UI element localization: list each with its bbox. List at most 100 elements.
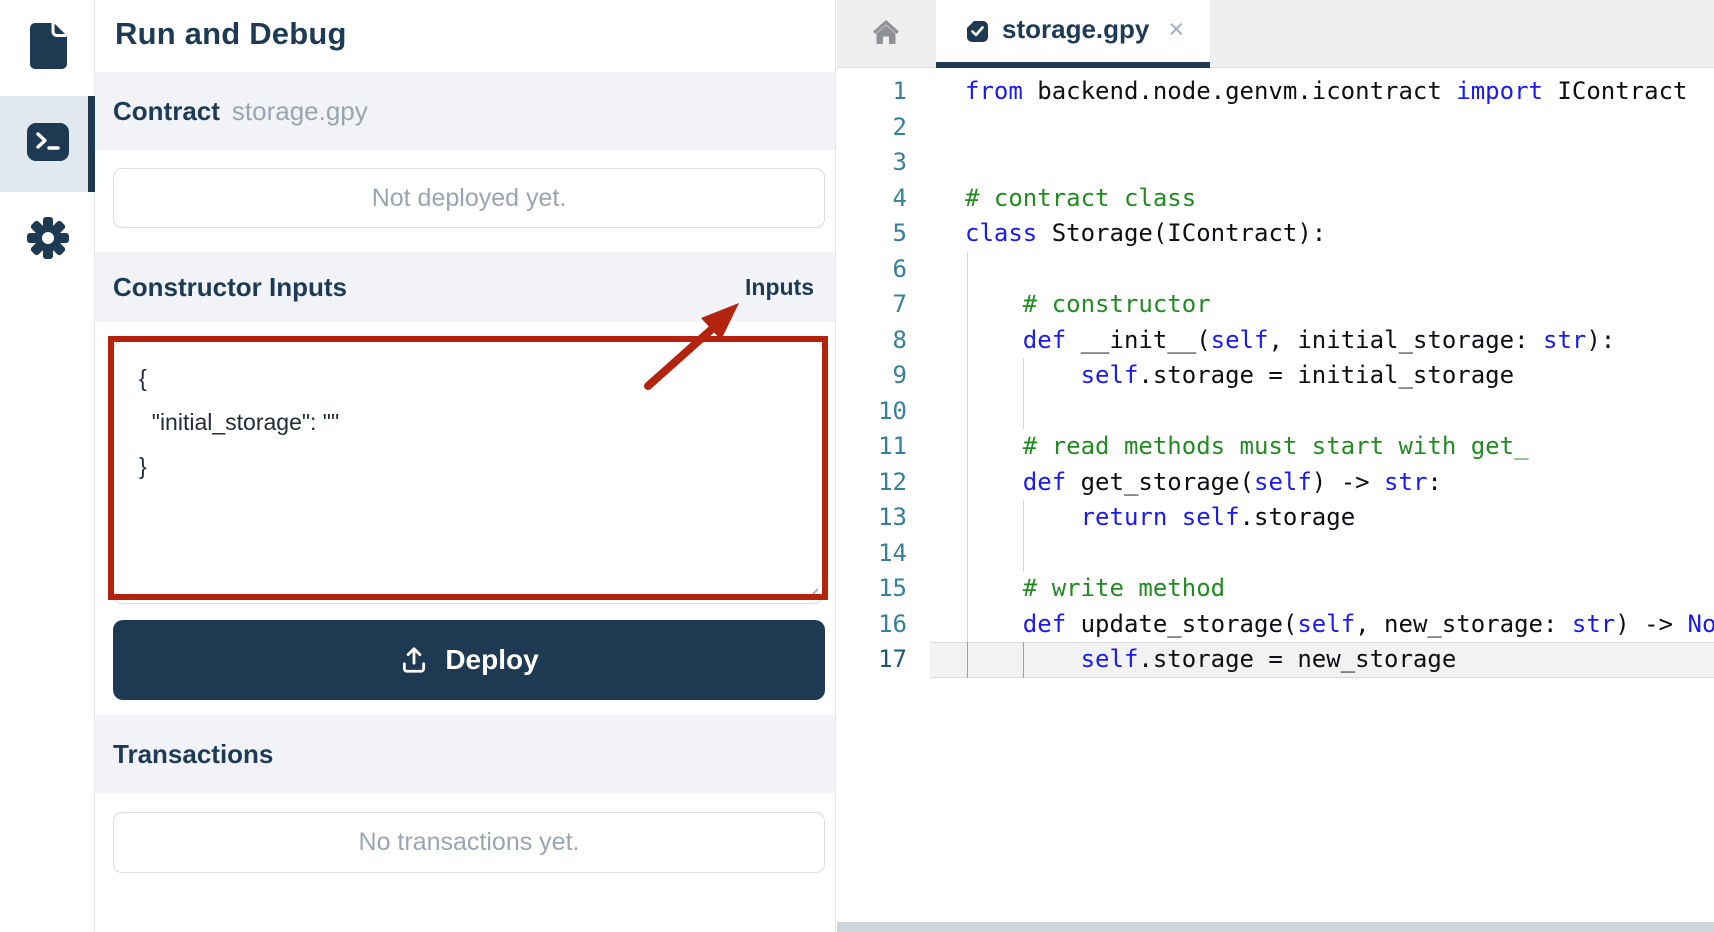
indent-guide bbox=[1023, 358, 1024, 394]
code-lines: 1 from backend.node.genvm.icontract impor… bbox=[837, 69, 1714, 678]
transactions-section-header: Transactions bbox=[95, 715, 835, 793]
transactions-label: Transactions bbox=[113, 738, 274, 769]
line-number: 17 bbox=[878, 645, 907, 673]
constructor-inputs-textarea[interactable]: { "initial_storage": "" } bbox=[114, 342, 822, 603]
line-number: 10 bbox=[878, 396, 907, 425]
editor-tab-bar: storage.gpy × bbox=[837, 0, 1714, 68]
line-number: 11 bbox=[878, 432, 907, 460]
constructor-inputs-editor: { "initial_storage": "" } bbox=[113, 341, 823, 604]
code-line-14[interactable]: 14 bbox=[837, 535, 1714, 571]
line-number: 5 bbox=[892, 219, 907, 247]
line-number: 6 bbox=[892, 254, 907, 283]
tab-label: storage.gpy bbox=[1002, 13, 1150, 44]
line-number: 7 bbox=[892, 290, 907, 318]
code-line-8[interactable]: 8 def __init__(self, initial_storage: st… bbox=[837, 322, 1714, 358]
code-line-15[interactable]: 15 # write method bbox=[837, 571, 1714, 607]
tab-storage-gpy[interactable]: storage.gpy × bbox=[936, 0, 1210, 68]
code-text: # contract class bbox=[965, 183, 1197, 212]
line-number: 2 bbox=[892, 112, 907, 141]
code-area[interactable]: 1 from backend.node.genvm.icontract impor… bbox=[837, 69, 1714, 922]
code-line-13[interactable]: 13 return self.storage bbox=[837, 500, 1714, 536]
indent-guide bbox=[1023, 500, 1024, 536]
contract-filename: storage.gpy bbox=[231, 95, 368, 126]
line-number: 15 bbox=[878, 574, 907, 602]
line-number: 9 bbox=[892, 361, 907, 389]
file-icon bbox=[26, 21, 70, 76]
indent-guide bbox=[967, 393, 968, 429]
sidebar-item-run-debug[interactable] bbox=[0, 96, 95, 192]
inputs-toggle-label[interactable]: Inputs bbox=[745, 273, 814, 300]
contract-section-header: Contract storage.gpy bbox=[95, 72, 835, 150]
line-number: 4 bbox=[892, 183, 907, 212]
code-line-6[interactable]: 6 bbox=[837, 251, 1714, 287]
page-title: Run and Debug bbox=[115, 16, 347, 51]
indent-guide bbox=[967, 464, 968, 500]
icon-rail bbox=[0, 0, 95, 932]
code-line-10[interactable]: 10 bbox=[837, 393, 1714, 429]
indent-guide bbox=[967, 429, 968, 465]
constructor-inputs-label: Constructor Inputs bbox=[113, 271, 347, 302]
code-line-11[interactable]: 11 # read methods must start with get_ bbox=[837, 429, 1714, 465]
constructor-section-header: Constructor Inputs Inputs bbox=[95, 252, 835, 322]
run-debug-panel: Run and Debug Contract storage.gpy Not d… bbox=[95, 0, 836, 932]
code-text: self.storage = new_storage bbox=[1080, 645, 1457, 673]
code-line-9[interactable]: 9 self.storage = initial_storage bbox=[837, 358, 1714, 394]
sidebar-item-files[interactable] bbox=[0, 0, 95, 96]
code-text: return self.storage bbox=[1080, 503, 1356, 531]
code-line-7[interactable]: 7 # constructor bbox=[837, 287, 1714, 323]
indent-guide bbox=[967, 358, 968, 394]
upload-icon bbox=[399, 645, 429, 675]
indent-guide bbox=[967, 535, 968, 571]
code-line-16[interactable]: 16 def update_storage(self, new_storage:… bbox=[837, 606, 1714, 642]
tab-close-icon[interactable]: × bbox=[1168, 13, 1185, 44]
gear-icon bbox=[26, 216, 70, 265]
code-text: class Storage(IContract): bbox=[965, 219, 1327, 247]
transactions-empty-text: No transactions yet. bbox=[358, 828, 580, 856]
contract-label: Contract bbox=[113, 95, 220, 126]
indent-guide bbox=[967, 500, 968, 536]
line-number: 8 bbox=[892, 325, 907, 354]
indent-guide bbox=[967, 642, 968, 678]
indent-guide bbox=[967, 322, 968, 358]
home-tab-button[interactable] bbox=[862, 0, 910, 68]
file-check-icon bbox=[966, 20, 989, 43]
code-text: # constructor bbox=[1022, 290, 1211, 318]
deployment-status-text: Not deployed yet. bbox=[371, 183, 567, 212]
indent-guide bbox=[1023, 535, 1024, 571]
code-text: def update_storage(self, new_storage: st… bbox=[1022, 609, 1714, 638]
code-text: def get_storage(self) -> str: bbox=[1022, 467, 1442, 496]
code-line-17[interactable]: 17 self.storage = new_storage bbox=[837, 642, 1714, 678]
deploy-button-label: Deploy bbox=[445, 644, 539, 675]
code-text: def __init__(self, initial_storage: str)… bbox=[1022, 325, 1616, 354]
code-text: self.storage = initial_storage bbox=[1080, 361, 1515, 389]
indent-guide bbox=[967, 571, 968, 607]
line-number: 16 bbox=[878, 609, 907, 638]
code-text: # read methods must start with get_ bbox=[1022, 432, 1529, 460]
line-number: 14 bbox=[878, 538, 907, 567]
line-number: 13 bbox=[878, 503, 907, 531]
indent-guide bbox=[967, 251, 968, 287]
editor-horizontal-scrollbar[interactable] bbox=[837, 922, 1714, 932]
home-icon bbox=[872, 19, 900, 50]
line-number: 12 bbox=[878, 467, 907, 496]
indent-guide bbox=[1023, 642, 1024, 678]
line-number: 3 bbox=[892, 148, 907, 176]
code-text: # write method bbox=[1022, 574, 1226, 602]
deploy-button[interactable]: Deploy bbox=[113, 620, 825, 700]
indent-guide bbox=[967, 287, 968, 323]
code-editor: storage.gpy × 1 from backend.node.genvm.i… bbox=[837, 0, 1714, 932]
code-text: from backend.node.genvm.icontract import… bbox=[965, 77, 1688, 105]
indent-guide bbox=[967, 606, 968, 642]
code-line-4[interactable]: 4 # contract class bbox=[837, 181, 1714, 217]
code-line-2[interactable]: 2 bbox=[837, 110, 1714, 146]
code-line-12[interactable]: 12 def get_storage(self) -> str: bbox=[837, 464, 1714, 500]
code-line-1[interactable]: 1 from backend.node.genvm.icontract impor… bbox=[837, 74, 1714, 110]
indent-guide bbox=[1023, 393, 1024, 429]
transactions-empty-box: No transactions yet. bbox=[113, 812, 825, 873]
sidebar-item-settings[interactable] bbox=[0, 192, 95, 288]
deployment-status-box: Not deployed yet. bbox=[113, 168, 825, 228]
code-line-3[interactable]: 3 bbox=[837, 145, 1714, 181]
code-line-5[interactable]: 5 class Storage(IContract): bbox=[837, 216, 1714, 252]
line-number: 1 bbox=[892, 77, 907, 105]
